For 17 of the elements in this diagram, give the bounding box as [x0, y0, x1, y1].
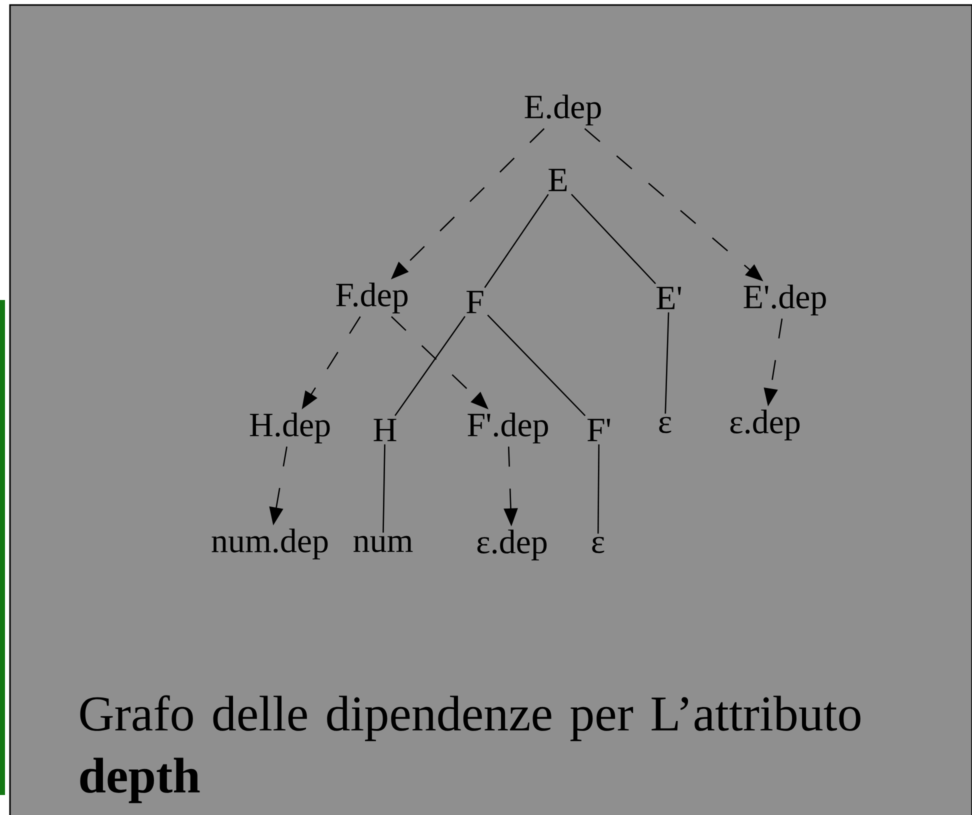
- node-label: num.dep: [212, 528, 328, 560]
- caption: Grafo delle dipendenze per L’attributo depth: [80, 695, 860, 804]
- node-label: E: [548, 168, 567, 192]
- node-label: E'.dep: [744, 284, 826, 316]
- node-label: F: [466, 290, 484, 314]
- node-label: ε: [659, 416, 672, 434]
- node-label: F': [587, 418, 610, 442]
- node-label: E.dep: [524, 94, 601, 126]
- node-label: ε.dep: [477, 530, 547, 560]
- node-label: H.dep: [250, 412, 330, 444]
- node-label: num: [354, 536, 413, 552]
- node-label: F'.dep: [468, 412, 548, 444]
- node-label: H: [374, 418, 396, 442]
- node-label: F.dep: [336, 282, 408, 314]
- node-label: ε: [592, 536, 604, 554]
- node-label: E': [656, 286, 682, 310]
- node-label: ε.dep: [730, 410, 800, 440]
